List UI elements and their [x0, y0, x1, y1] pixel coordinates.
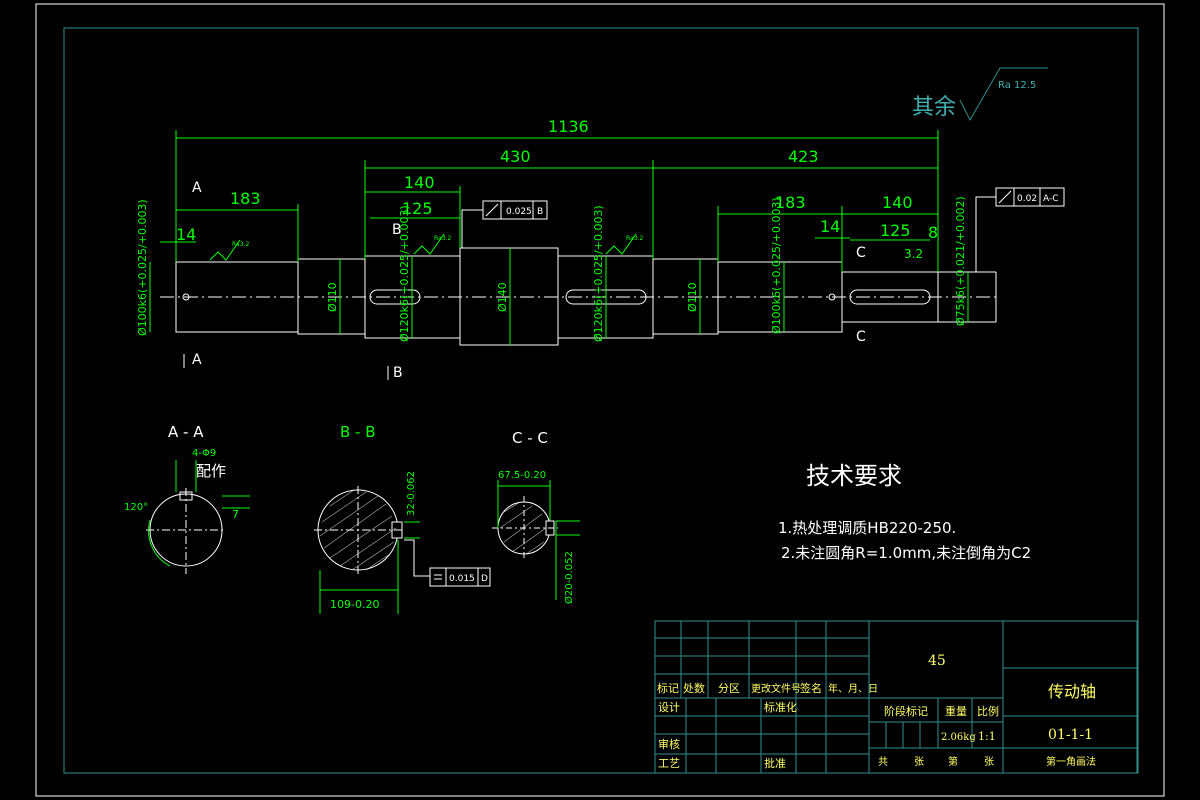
dim-14-left: 14 — [176, 225, 196, 244]
svg-text:A-C: A-C — [1043, 194, 1059, 204]
tech-requirement-1: 1.热处理调质HB220-250. — [778, 519, 956, 537]
dim-125-right: 125 — [880, 221, 911, 240]
tb-material: 45 — [928, 653, 946, 669]
section-cc-dim-top: 67.5-0.20 — [498, 470, 546, 481]
svg-text:B: B — [537, 207, 543, 217]
inner-border — [63, 27, 1139, 774]
center-hole-left — [182, 293, 190, 301]
section-aa-note: 配作 — [196, 462, 226, 480]
dim-total-length: 1136 — [548, 117, 589, 136]
diameter-75: Ø75k6(+0.021/+0.002) — [954, 196, 967, 326]
section-cc-title: C - C — [512, 429, 548, 447]
surface-mark-label: Ra3.2 — [232, 241, 249, 248]
dim-183-left: 183 — [230, 189, 261, 208]
section-aa-title: A - A — [168, 423, 204, 441]
tb-part-name: 传动轴 — [1048, 682, 1096, 701]
tb-header-sign: 签名 — [800, 681, 822, 695]
tb-sheets-current: 第 — [948, 755, 958, 768]
dim-183-right: 183 — [775, 193, 806, 212]
section-mark-a-bottom: A — [192, 352, 202, 368]
section-aa-dim-top: 4-Φ9 — [192, 448, 216, 459]
svg-text:0.025: 0.025 — [506, 207, 532, 217]
diameter-100-right: Ø100k6(+0.025/+0.003) — [770, 197, 783, 334]
section-bb-flatness-datum: D — [481, 574, 488, 584]
dim-14-right: 14 — [820, 217, 840, 236]
dimension-lines — [149, 130, 969, 345]
shaft-main-view — [160, 247, 1000, 346]
tb-row-approve: 批准 — [764, 756, 786, 770]
tb-scale: 1:1 — [978, 730, 996, 743]
runout-frame-b: 0.025 B — [461, 200, 548, 248]
tb-header-mark: 标记 — [657, 681, 679, 695]
section-aa: A - A 配作 4-Φ9 120° 7 — [124, 423, 250, 574]
dim-125-left: 125 — [402, 199, 433, 218]
tb-row-standard: 标准化 — [764, 700, 797, 714]
tb-weight-label: 重量 — [945, 704, 967, 718]
diameter-120-left: Ø120k6(+0.025/+0.003) — [398, 205, 411, 342]
section-bb-flatness-value: 0.015 — [449, 574, 475, 584]
tech-requirements: 技术要求 1.热处理调质HB220-250. 2.未注圆角R=1.0mm,未注倒… — [778, 462, 1031, 562]
tb-row-review: 审核 — [658, 737, 680, 751]
tb-scale-label: 比例 — [977, 704, 999, 718]
title-block: 标记 处数 分区 更改文件号 签名 年、月、日 设计 标准化 审核 工艺 批准 … — [654, 620, 1138, 774]
tb-projection: 第一角画法 — [1046, 755, 1096, 768]
outer-border — [35, 3, 1165, 797]
dim-8: 8 — [928, 223, 938, 242]
tb-drawing-no: 01-1-1 — [1048, 727, 1093, 743]
section-bb: B - B 109-0.20 32-0.062 0.015 D — [314, 423, 491, 614]
tb-header-change-doc: 更改文件号 — [751, 682, 801, 695]
section-bb-title: B - B — [340, 423, 376, 441]
tech-requirements-title: 技术要求 — [806, 462, 902, 490]
section-mark-b-bottom: B — [393, 365, 403, 381]
section-cc-dim-key: Ø20-0.052 — [563, 551, 575, 604]
section-mark-c-bottom: C — [856, 329, 866, 345]
surface-mark — [209, 239, 241, 261]
diameter-110-right: Ø110 — [686, 282, 699, 312]
tb-header-zone: 分区 — [718, 682, 740, 695]
tb-sheets-unit1: 张 — [914, 756, 924, 768]
diameter-100-left: Ø100k6(+0.025/+0.003) — [136, 199, 149, 336]
keyway-left — [369, 289, 421, 305]
section-cc: C - C 67.5-0.20 Ø20-0.052 — [492, 429, 580, 604]
section-aa-dim-angle: 120° — [124, 502, 148, 513]
section-mark-a-top: A — [192, 180, 202, 196]
dim-140-left: 140 — [404, 173, 435, 192]
tb-sheets-total: 共 — [878, 756, 888, 768]
section-bb-dim-width: 109-0.20 — [330, 598, 379, 611]
dim-140-right: 140 — [882, 193, 913, 212]
tb-header-count: 处数 — [683, 682, 705, 695]
diameter-140: Ø140 — [496, 282, 509, 312]
section-mark-b-top: B — [392, 222, 402, 238]
keyway-right — [849, 289, 931, 305]
diameter-120-right: Ø120k6(+0.025/+0.003) — [592, 205, 605, 342]
svg-text:0.02: 0.02 — [1017, 194, 1037, 204]
roughness-label: 其余 — [912, 95, 956, 120]
dim-3-2: 3.2 — [904, 247, 923, 261]
center-hole-right — [828, 293, 836, 301]
surface-mark-label: Ra3.2 — [434, 235, 451, 242]
diameter-110-left: Ø110 — [326, 282, 339, 312]
tb-header-date: 年、月、日 — [828, 682, 878, 695]
dim-430: 430 — [500, 147, 531, 166]
tb-weight: 2.06kg — [941, 732, 976, 743]
section-aa-dim-side: 7 — [232, 508, 239, 521]
surface-mark — [413, 233, 445, 255]
roughness-value: Ra 12.5 — [998, 80, 1036, 91]
tb-stage-label: 阶段标记 — [884, 704, 928, 718]
tb-sheets-unit2: 张 — [984, 756, 994, 768]
tech-requirement-2: 2.未注圆角R=1.0mm,未注倒角为C2 — [781, 544, 1031, 562]
surface-mark-label: Ra3.2 — [626, 235, 643, 242]
section-mark-c-top: C — [856, 245, 866, 261]
runout-frame-ac: 0.02 A-C — [975, 187, 1065, 272]
tb-row-design: 设计 — [658, 701, 680, 714]
tb-row-process: 工艺 — [658, 757, 680, 770]
section-bb-dim-depth: 32-0.062 — [406, 471, 417, 516]
roughness-symbol — [959, 67, 1048, 122]
surface-mark — [605, 233, 637, 255]
dim-423: 423 — [788, 147, 819, 166]
